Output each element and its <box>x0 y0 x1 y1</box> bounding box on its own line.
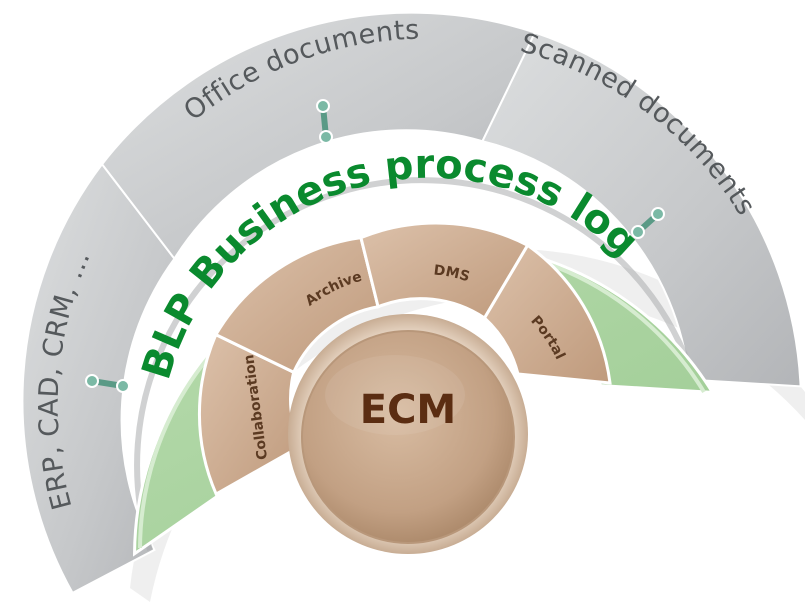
connector-erp <box>85 374 130 393</box>
inner-segment-portal <box>482 243 612 385</box>
core-label-ecm: ECM <box>360 387 456 433</box>
connector-scanned <box>631 207 665 239</box>
outer-segment-scanned <box>481 31 802 388</box>
connector-office <box>316 99 333 144</box>
ring-connectors <box>85 99 665 393</box>
inner-ring <box>197 221 612 497</box>
ecm-core <box>288 314 528 554</box>
